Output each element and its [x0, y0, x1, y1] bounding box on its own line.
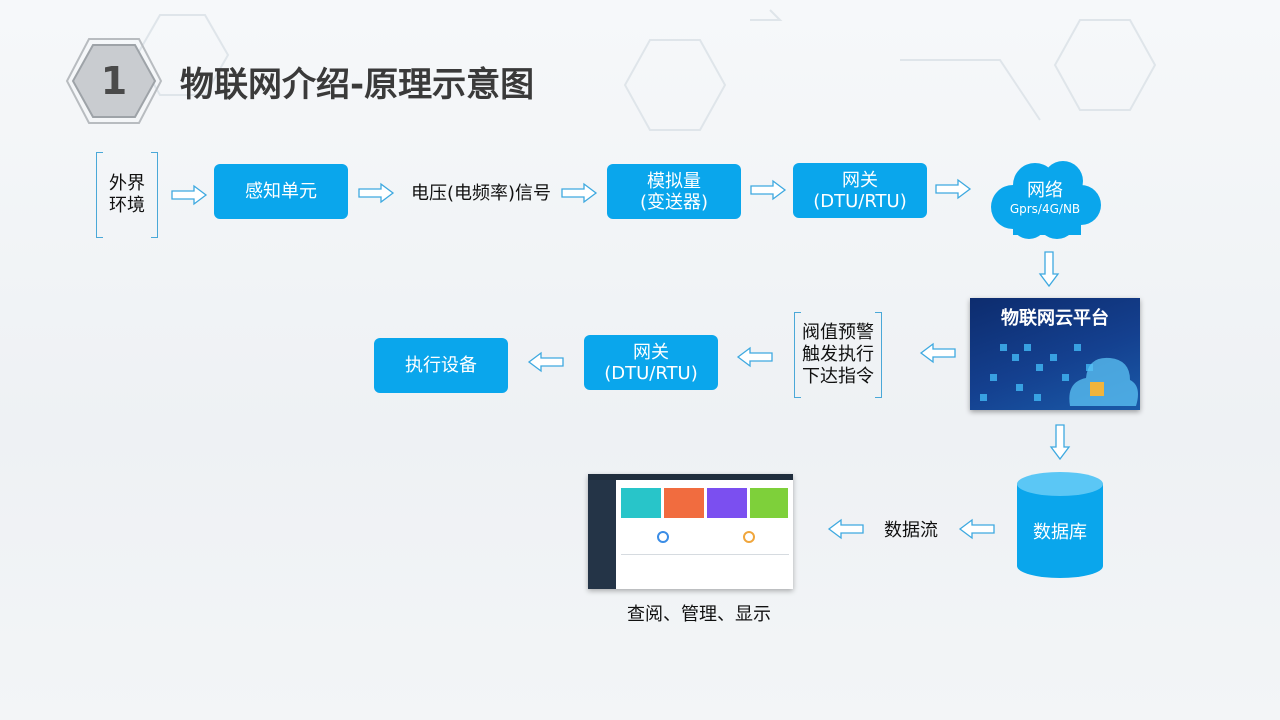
arrow-gateway-to-network	[935, 179, 971, 199]
dashboard-card-3	[707, 488, 747, 518]
actuator-label: 执行设备	[405, 355, 477, 376]
network-title: 网络	[1027, 180, 1063, 201]
threshold-line-1: 阀值预警	[802, 322, 874, 343]
gateway1-line-2: (DTU/RTU)	[813, 190, 907, 212]
arrow-analog-to-gateway	[750, 180, 786, 200]
arrow-platform-to-database	[1050, 424, 1070, 460]
network-node: 网络 Gprs/4G/NB	[985, 180, 1105, 224]
arrow-dataflow-to-dashboard	[828, 519, 864, 539]
dashboard-screenshot	[588, 474, 793, 589]
dashboard-ring-2	[743, 531, 755, 543]
arrow-network-to-platform	[1039, 251, 1059, 287]
cloud-platform-graphic	[980, 344, 1138, 406]
gateway1-line-1: 网关	[842, 169, 878, 191]
cloud-shape	[991, 161, 1101, 239]
env-node: 外界 环境	[96, 152, 158, 238]
threshold-line-2: 触发执行	[802, 344, 874, 365]
arrow-gateway-to-actuator	[528, 352, 564, 372]
cloud-platform-image: 物联网云平台	[970, 298, 1140, 410]
dashboard-card-2	[664, 488, 704, 518]
sensor-node: 感知单元	[214, 164, 348, 219]
dashboard-card-4	[750, 488, 788, 518]
dataflow-label: 数据流	[884, 520, 938, 541]
dashboard-table-line	[621, 554, 789, 555]
analog-line-2: (变送器)	[639, 191, 709, 213]
arrow-threshold-to-gateway	[737, 347, 773, 367]
dashboard-ring-1	[657, 531, 669, 543]
gateway2-line-1: 网关	[633, 341, 669, 363]
arrow-signal-to-analog	[561, 183, 597, 203]
env-line-2: 环境	[109, 195, 145, 216]
query-label: 查阅、管理、显示	[627, 604, 771, 625]
gateway-node-1: 网关 (DTU/RTU)	[793, 163, 927, 218]
arrow-database-to-dataflow	[959, 519, 995, 539]
analog-node: 模拟量 (变送器)	[607, 164, 741, 219]
threshold-line-3: 下达指令	[802, 366, 874, 387]
gateway-node-2: 网关 (DTU/RTU)	[584, 335, 718, 390]
database-cylinder	[1017, 472, 1103, 578]
arrow-platform-to-threshold	[920, 343, 956, 363]
network-sub: Gprs/4G/NB	[1009, 202, 1081, 216]
page-title: 物联网介绍-原理示意图	[180, 64, 535, 105]
gateway2-line-2: (DTU/RTU)	[604, 362, 698, 384]
cloud-platform-title: 物联网云平台	[1001, 308, 1109, 329]
signal-label: 电压(电频率)信号	[410, 183, 552, 204]
actuator-node: 执行设备	[374, 338, 508, 393]
database-label: 数据库	[1033, 522, 1087, 543]
arrow-env-to-sensor	[171, 185, 207, 205]
env-line-1: 外界	[109, 173, 145, 194]
dashboard-card-1	[621, 488, 661, 518]
threshold-node: 阀值预警 触发执行 下达指令	[794, 312, 882, 398]
analog-line-1: 模拟量	[647, 170, 701, 192]
dashboard-sidebar	[588, 480, 616, 589]
arrow-sensor-to-signal	[358, 183, 394, 203]
sensor-label: 感知单元	[245, 181, 317, 202]
header-hexagon-icon	[65, 38, 163, 124]
dashboard-topbar	[588, 474, 793, 480]
header-number: 1	[100, 59, 128, 103]
